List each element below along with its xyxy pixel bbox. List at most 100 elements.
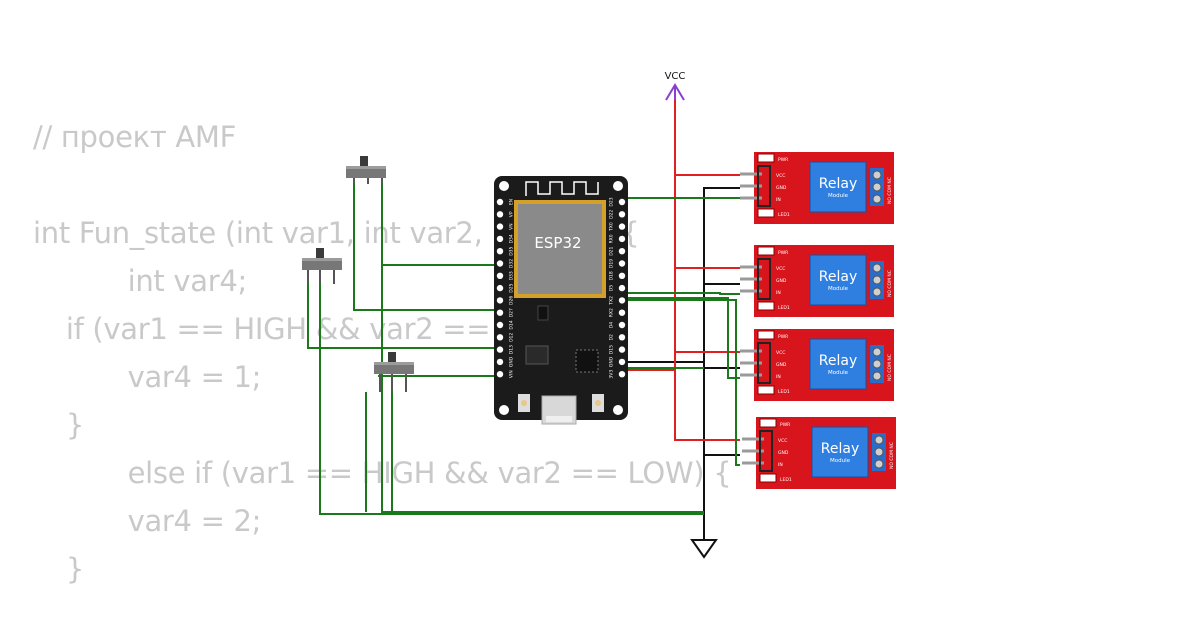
relay-header-pin[interactable] xyxy=(742,437,764,441)
esp32-pin[interactable] xyxy=(618,235,626,243)
relay-subtitle: Module xyxy=(828,370,849,376)
esp32-pin[interactable] xyxy=(618,358,626,366)
esp32-pin-label: D33 xyxy=(509,271,515,280)
switch-body-highlight xyxy=(346,166,386,169)
terminal-screw-icon[interactable] xyxy=(872,359,882,369)
terminal-screw-icon[interactable] xyxy=(872,182,882,192)
relay-header-frame xyxy=(757,342,771,384)
esp32-pin[interactable] xyxy=(496,334,504,341)
terminal-screw-icon[interactable] xyxy=(874,435,884,445)
relay-terminal-labels: NO COM NC xyxy=(887,270,893,297)
esp32-pin[interactable] xyxy=(496,272,504,279)
relay-header-pin[interactable] xyxy=(740,265,762,269)
relay-gnd-pin-label: GND xyxy=(776,278,787,284)
esp32-right-header: D23D22TX0RX0D21D19D18D5TX2RX2D4D2D15GND3… xyxy=(609,197,626,379)
switch-2-signal-wire[interactable] xyxy=(307,282,498,349)
switch-1-gnd-wire[interactable] xyxy=(381,182,704,513)
relay-header-pin[interactable] xyxy=(742,461,764,465)
esp32-pin[interactable] xyxy=(496,321,504,329)
slide-switch-3[interactable] xyxy=(374,352,414,392)
relay-header-pin[interactable] xyxy=(742,449,764,453)
esp32-pin[interactable] xyxy=(618,334,626,341)
switch-handle[interactable] xyxy=(316,248,324,258)
relay-header-pin[interactable] xyxy=(740,373,762,377)
relay-gnd-pin-label: GND xyxy=(776,362,787,368)
esp32-pin[interactable] xyxy=(618,284,626,292)
esp32-pin[interactable] xyxy=(618,248,626,255)
esp32-pin[interactable] xyxy=(496,309,504,316)
esp32-pin[interactable] xyxy=(496,248,504,255)
switch-1-signal-wire[interactable] xyxy=(353,182,498,311)
esp32-pin[interactable] xyxy=(496,198,504,206)
esp32-board[interactable]: ESP32 ENVPVND34D35D32D33D25D26D27D14D12D… xyxy=(494,176,628,425)
switch-handle[interactable] xyxy=(360,156,368,166)
terminal-screw-icon[interactable] xyxy=(872,371,882,381)
gnd-wire-relay-1[interactable] xyxy=(703,187,740,540)
relay-header-pin[interactable] xyxy=(740,361,762,365)
switch-2-gnd-wire[interactable] xyxy=(319,282,704,515)
terminal-screw-icon[interactable] xyxy=(872,194,882,204)
esp32-pin-label: D14 xyxy=(509,320,515,329)
relay-header-pin[interactable] xyxy=(740,349,762,353)
esp32-pin[interactable] xyxy=(618,272,626,279)
relay-subtitle: Module xyxy=(830,458,851,464)
regulator-chip xyxy=(537,305,549,321)
terminal-screw-icon[interactable] xyxy=(872,170,882,180)
esp32-pin[interactable] xyxy=(496,284,504,292)
esp32-pin[interactable] xyxy=(618,321,626,329)
terminal-screw-icon[interactable] xyxy=(872,275,882,285)
relay-header-pin[interactable] xyxy=(740,196,762,200)
terminal-screw-icon[interactable] xyxy=(872,347,882,357)
switch-handle[interactable] xyxy=(388,352,396,362)
esp32-pin[interactable] xyxy=(618,346,626,353)
relay-subtitle: Module xyxy=(828,286,849,292)
esp32-pin-label: D25 xyxy=(509,283,515,292)
esp32-pin[interactable] xyxy=(496,297,504,304)
relay-header-frame xyxy=(759,430,773,472)
vcc-trunk-wire[interactable] xyxy=(674,98,740,441)
relay-header-pin[interactable] xyxy=(740,289,762,293)
terminal-screw-icon[interactable] xyxy=(874,447,884,457)
terminal-screw-icon[interactable] xyxy=(874,459,884,469)
ground-symbol xyxy=(690,539,718,559)
esp32-pin-label: D18 xyxy=(609,271,615,280)
esp32-pin-label: D19 xyxy=(609,259,615,268)
switch-body-highlight xyxy=(302,258,342,261)
micro-usb-opening xyxy=(546,416,572,422)
esp32-pin[interactable] xyxy=(618,297,626,304)
esp32-pin-label: D21 xyxy=(609,246,615,255)
esp32-pin-label: D12 xyxy=(509,333,515,342)
esp32-pin[interactable] xyxy=(496,235,504,243)
in-wire-relay-4[interactable] xyxy=(612,299,740,466)
esp32-pin[interactable] xyxy=(496,358,504,366)
esp32-pin[interactable] xyxy=(496,346,504,353)
relay-header-pin[interactable] xyxy=(740,184,762,188)
relay-header-pin[interactable] xyxy=(740,172,762,176)
esp32-pin[interactable] xyxy=(618,198,626,206)
vcc-symbol: VCC xyxy=(665,71,685,101)
relay-gnd-pin-label: GND xyxy=(778,450,789,456)
relay-led1-label: LED1 xyxy=(780,477,792,483)
esp32-pin[interactable] xyxy=(496,223,504,230)
terminal-screw-icon[interactable] xyxy=(872,287,882,297)
slide-switch-1[interactable] xyxy=(346,156,386,184)
esp32-pin[interactable] xyxy=(496,211,504,218)
esp32-pin[interactable] xyxy=(618,309,626,316)
ground-icon xyxy=(690,539,718,559)
slide-switch-2[interactable] xyxy=(302,248,342,284)
relay-block xyxy=(809,254,867,306)
esp32-pin[interactable] xyxy=(618,223,626,230)
esp32-pin-label: VIN xyxy=(509,370,515,378)
terminal-screw-icon[interactable] xyxy=(872,263,882,273)
relay-terminal-labels: NO COM NC xyxy=(887,354,893,381)
esp32-pin[interactable] xyxy=(618,371,626,378)
relay-header-pin[interactable] xyxy=(740,277,762,281)
esp32-pin[interactable] xyxy=(496,260,504,267)
esp32-pin[interactable] xyxy=(618,260,626,267)
esp32-pin[interactable] xyxy=(618,211,626,218)
esp32-pin[interactable] xyxy=(496,371,504,378)
